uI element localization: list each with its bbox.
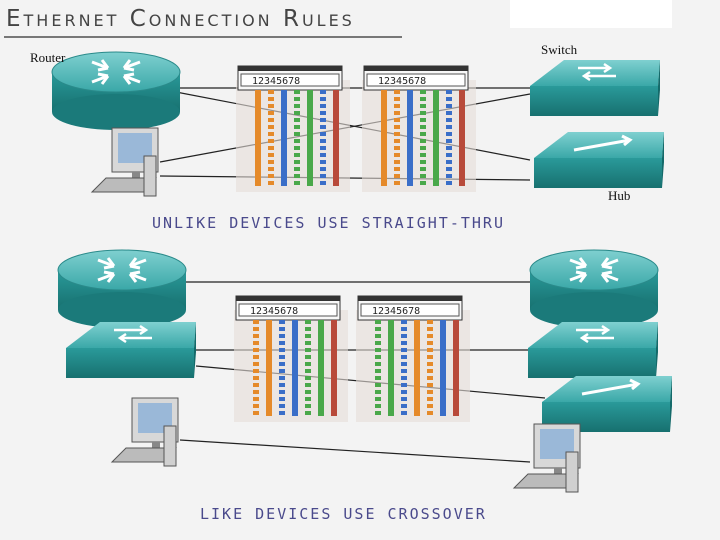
- switch-icon: [528, 58, 662, 118]
- crossover-wires-right: 12345678: [356, 295, 470, 422]
- blank-panel: [510, 0, 672, 28]
- svg-text:12345678: 12345678: [378, 76, 426, 87]
- straight-wires-left: 12345678: [236, 65, 350, 192]
- computer-icon: [111, 397, 179, 467]
- svg-text:12345678: 12345678: [252, 76, 300, 87]
- page-title: Ethernet Connection Rules: [6, 6, 355, 32]
- router-label: Router: [30, 50, 66, 65]
- router-icon: [50, 50, 182, 132]
- switch-label: Switch: [541, 42, 578, 57]
- crossover-wires-left: 12345678: [234, 295, 348, 422]
- title-underline: [4, 36, 402, 38]
- svg-text:12345678: 12345678: [250, 306, 298, 317]
- straight-through-caption: UNLIKE DEVICES USE STRAIGHT-THRU: [152, 214, 505, 232]
- switch-icon: [526, 320, 660, 380]
- straight-wires-right: 12345678: [362, 65, 476, 192]
- router-icon: [56, 248, 188, 330]
- router-icon: [528, 248, 660, 330]
- hub-icon: [532, 130, 666, 190]
- hub-label: Hub: [608, 188, 631, 203]
- computer-icon: [91, 127, 159, 197]
- switch-icon: [64, 320, 198, 380]
- svg-text:12345678: 12345678: [372, 306, 420, 317]
- computer-icon: [513, 423, 581, 493]
- crossover-caption: LIKE DEVICES USE CROSSOVER: [200, 505, 487, 523]
